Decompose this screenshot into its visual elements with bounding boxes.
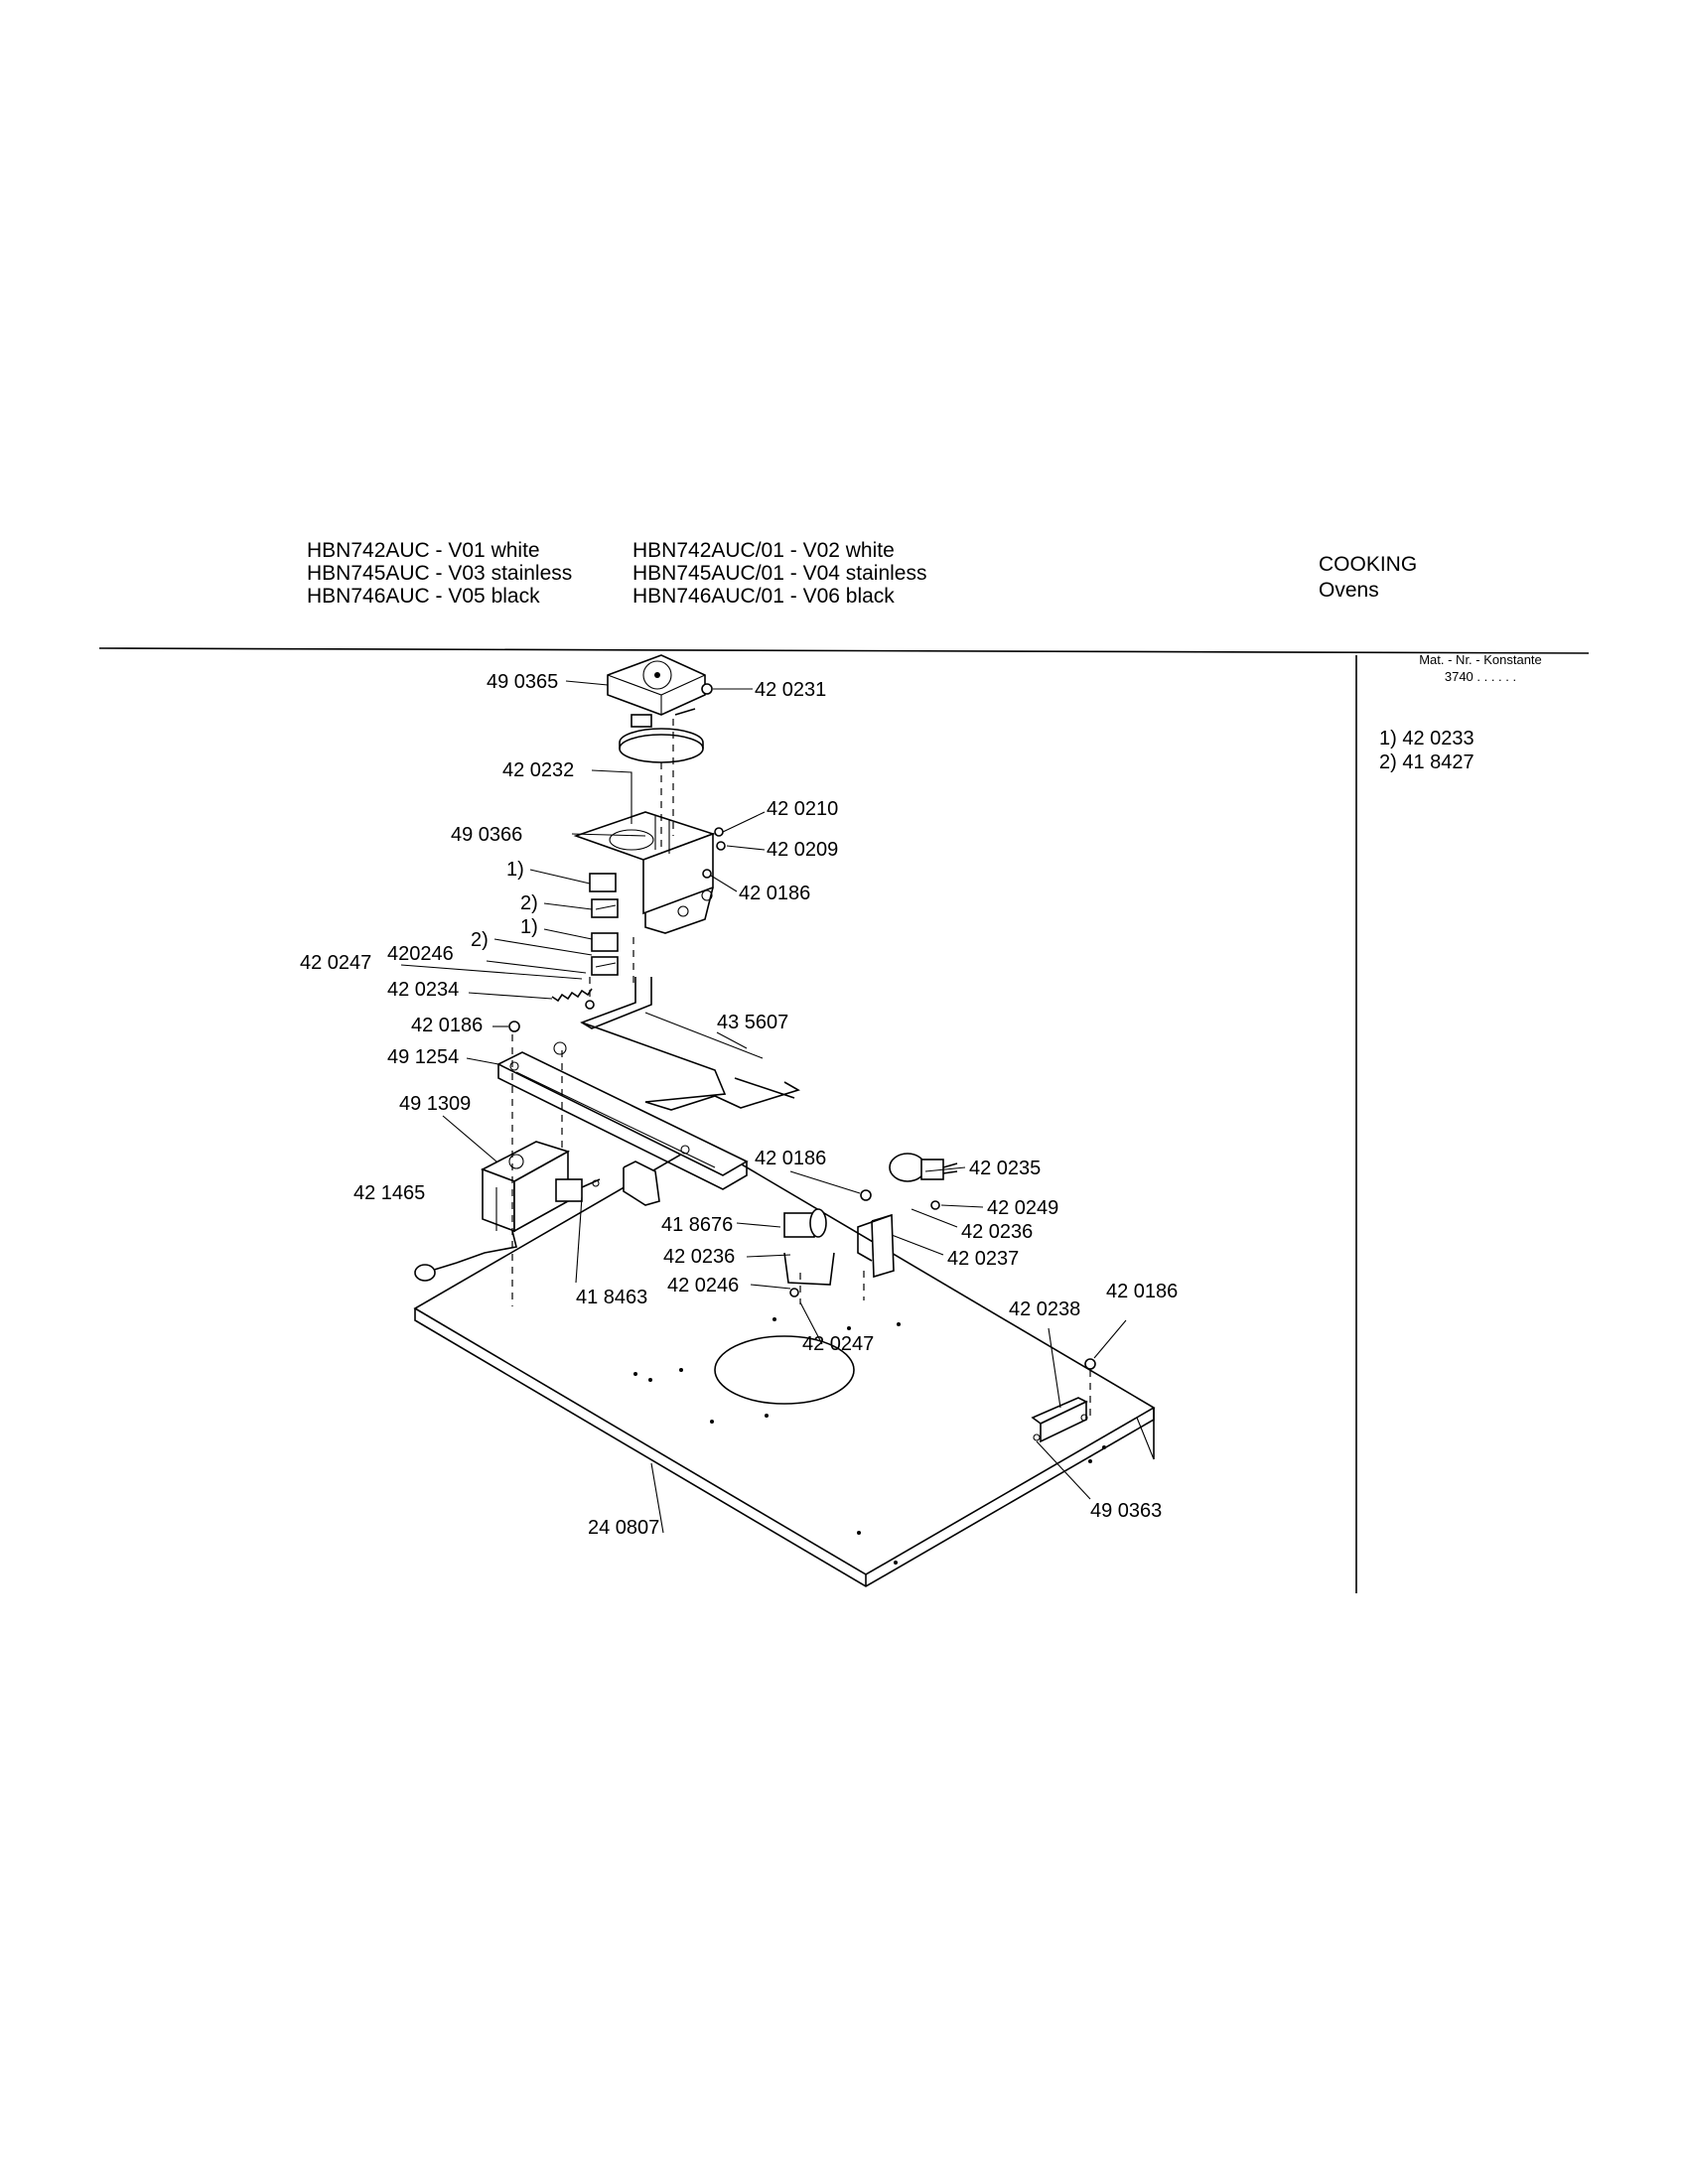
part-label: 42 0232: [502, 759, 574, 781]
leader-lines: [400, 680, 1127, 1534]
part-label: 49 0366: [451, 824, 522, 846]
timer-motor: [607, 654, 706, 763]
part-label: 42 0210: [767, 798, 838, 820]
sidebar-notes: 1) 42 0233 2) 41 8427: [1379, 727, 1474, 774]
part-label: 42 0238: [1009, 1298, 1080, 1320]
part-label: 42 1465: [353, 1182, 425, 1204]
part-label: 42 0231: [755, 679, 826, 701]
part-label: 2): [520, 892, 538, 914]
actuating-lever: [580, 977, 800, 1111]
rear-bracket: [1031, 1397, 1088, 1443]
part-label: 49 0363: [1090, 1500, 1162, 1522]
spring: [551, 988, 593, 1003]
model-line: HBN745AUC - V03 stainless: [307, 562, 573, 585]
model-line: HBN742AUC/01 - V02 white: [632, 539, 895, 562]
note-line: 1) 42 0233: [1379, 728, 1474, 750]
subcategory-label: Ovens: [1319, 579, 1379, 602]
part-label: 41 8676: [661, 1214, 733, 1236]
sidebar-heading: Mat. - Nr. - Konstante 3740 . . . . . .: [1376, 651, 1585, 685]
part-label: 49 1309: [399, 1093, 471, 1115]
part-label: 42 0236: [961, 1221, 1033, 1243]
material-constant: 3740 . . . . . .: [1444, 669, 1517, 684]
part-label: 42 0186: [1106, 1281, 1178, 1302]
note-line: 2) 41 8427: [1379, 751, 1474, 773]
model-line: HBN746AUC/01 - V06 black: [632, 585, 895, 608]
part-label: 42 0236: [663, 1246, 735, 1268]
part-label: 42 0246: [667, 1275, 739, 1297]
part-label: 1): [520, 916, 538, 938]
door-lock-assembly: [414, 1141, 571, 1282]
base-plate-opening: [714, 1335, 855, 1405]
part-labels: 49 0365 42 0231 42 0232 42 0210 49 0366 …: [300, 671, 1178, 1539]
header-rule: [98, 647, 1590, 654]
model-line: HBN742AUC - V01 white: [307, 539, 540, 562]
part-label: 42 0186: [411, 1015, 483, 1036]
part-label: 43 5607: [717, 1012, 788, 1033]
model-line: HBN745AUC/01 - V04 stainless: [632, 562, 927, 585]
part-label: 42 0186: [755, 1148, 826, 1169]
door-switch: [555, 1178, 601, 1202]
part-label: 24 0807: [588, 1517, 659, 1539]
fan-motor-switch: [783, 1208, 895, 1304]
part-label: 49 0365: [487, 671, 558, 693]
category-block: COOKING Ovens: [1319, 552, 1417, 604]
category-label: COOKING: [1319, 553, 1418, 576]
part-label: 42 0237: [947, 1248, 1019, 1270]
part-label: 42 0235: [969, 1158, 1041, 1179]
part-label: 41 8463: [576, 1287, 647, 1308]
part-label: 1): [506, 859, 524, 881]
assembly-dash-lines: [511, 719, 1091, 1422]
base-plate: [413, 1141, 1156, 1587]
part-label: 2): [471, 929, 489, 951]
model-line: HBN746AUC - V05 black: [307, 585, 540, 608]
screws: [508, 683, 1096, 1370]
part-label: 42 0249: [987, 1197, 1058, 1219]
part-label: 420246: [387, 943, 454, 965]
part-label: 42 0234: [387, 979, 459, 1001]
micro-switches: [589, 873, 619, 1005]
slide-rail: [496, 1041, 749, 1190]
part-label: 42 0186: [739, 883, 810, 904]
part-label: 42 0247: [802, 1333, 874, 1355]
part-label: 49 1254: [387, 1046, 459, 1068]
material-number-heading: Mat. - Nr. - Konstante: [1419, 652, 1542, 667]
thermostat: [889, 1153, 958, 1182]
rail-bracket: [623, 1160, 660, 1206]
part-label: 42 0209: [767, 839, 838, 861]
model-list-left: HBN742AUC - V01 white HBN745AUC - V03 st…: [307, 539, 572, 608]
part-label: 42 0247: [300, 952, 371, 974]
model-list-right: HBN742AUC/01 - V02 white HBN745AUC/01 - …: [632, 539, 926, 608]
